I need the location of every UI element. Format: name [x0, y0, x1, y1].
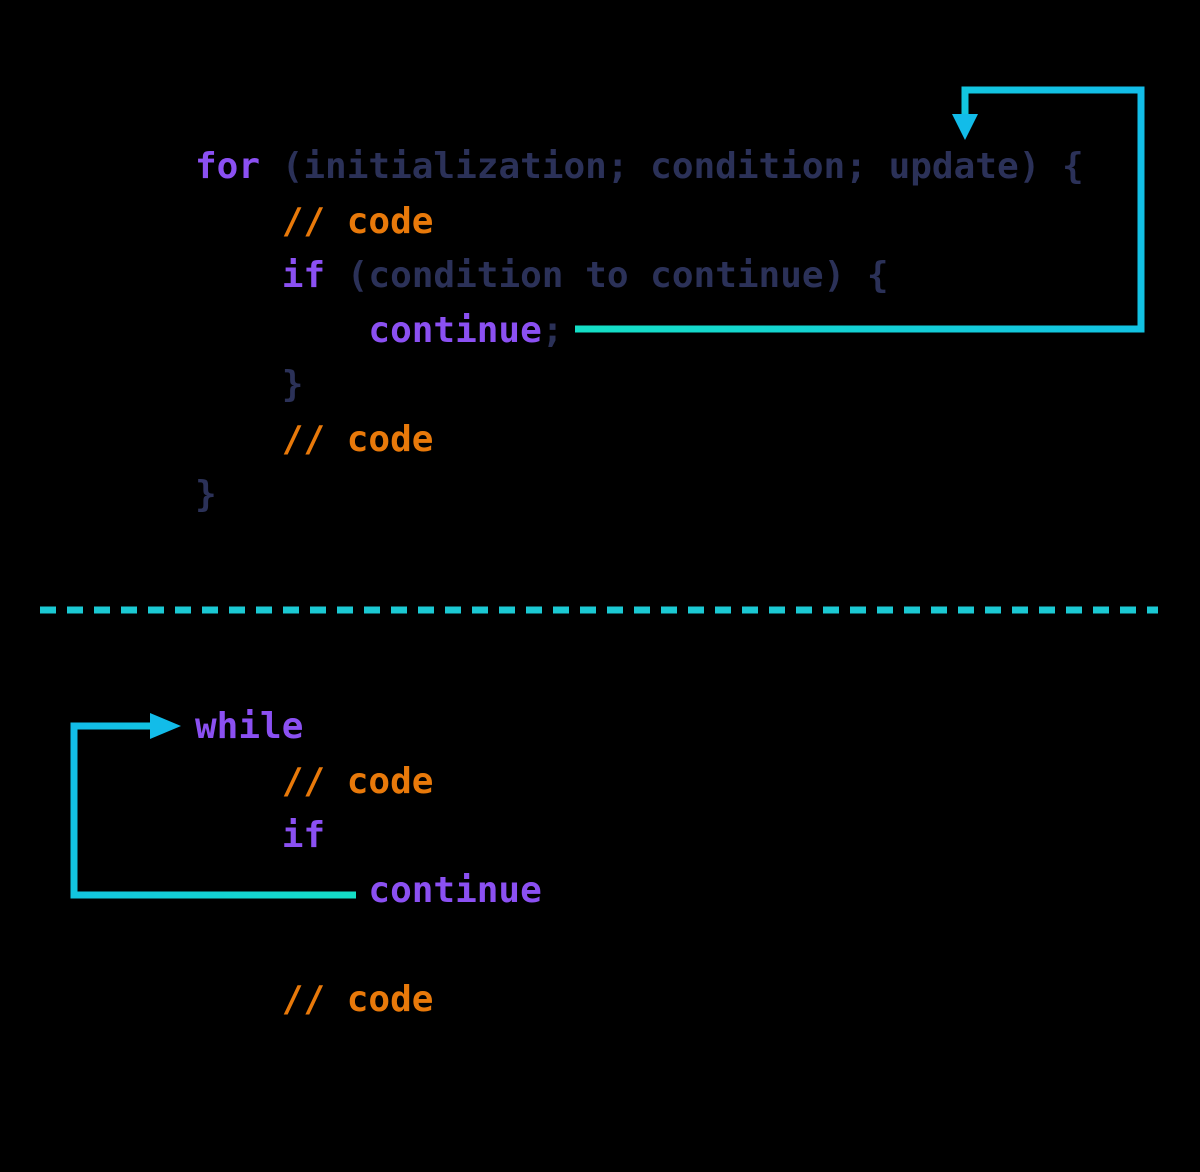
arrowhead-down-icon — [952, 114, 978, 140]
code-line-while-header: while — [195, 700, 542, 755]
code-line-comment: // code — [195, 413, 1084, 468]
close-brace: } — [195, 473, 217, 515]
code-comment: // code — [195, 200, 434, 242]
if-keyword: if — [281, 255, 326, 297]
code-line-continue: continue — [195, 864, 542, 919]
code-line-if: if — [195, 809, 542, 864]
for-header-text: (initialization; condition; update) { — [260, 146, 1084, 187]
code-comment: // code — [195, 418, 434, 460]
continue-to-while-arrow-line — [70, 722, 356, 899]
if-condition-text: (condition to continue) { — [325, 255, 889, 297]
for-keyword: for — [195, 146, 261, 187]
code-line-for-close-brace: } — [195, 468, 1084, 523]
semicolon: ; — [541, 309, 564, 351]
code-line-comment: // code — [195, 755, 542, 810]
code-comment: // code — [195, 978, 434, 1020]
code-line-continue: continue; — [195, 304, 1084, 359]
arrowhead-right-icon — [150, 713, 181, 739]
code-line-for-header: for (initialization; condition; update) … — [195, 140, 1084, 195]
continue-keyword: continue — [368, 869, 542, 911]
while-loop-code-block: while // code if continue // code — [195, 700, 542, 1028]
if-keyword: if — [281, 815, 326, 857]
code-line-comment: // code — [195, 195, 1084, 250]
code-line-if-close-brace: } — [195, 358, 1084, 413]
continue-to-update-arrow-line — [575, 86, 1145, 333]
continue-keyword: continue — [368, 309, 542, 351]
code-line-comment: // code — [195, 973, 542, 1028]
while-keyword: while — [195, 706, 304, 747]
for-loop-code-block: for (initialization; condition; update) … — [195, 140, 1084, 522]
close-brace: } — [195, 364, 304, 406]
code-line-if-header: if (condition to continue) { — [195, 249, 1084, 304]
code-comment: // code — [195, 760, 434, 802]
